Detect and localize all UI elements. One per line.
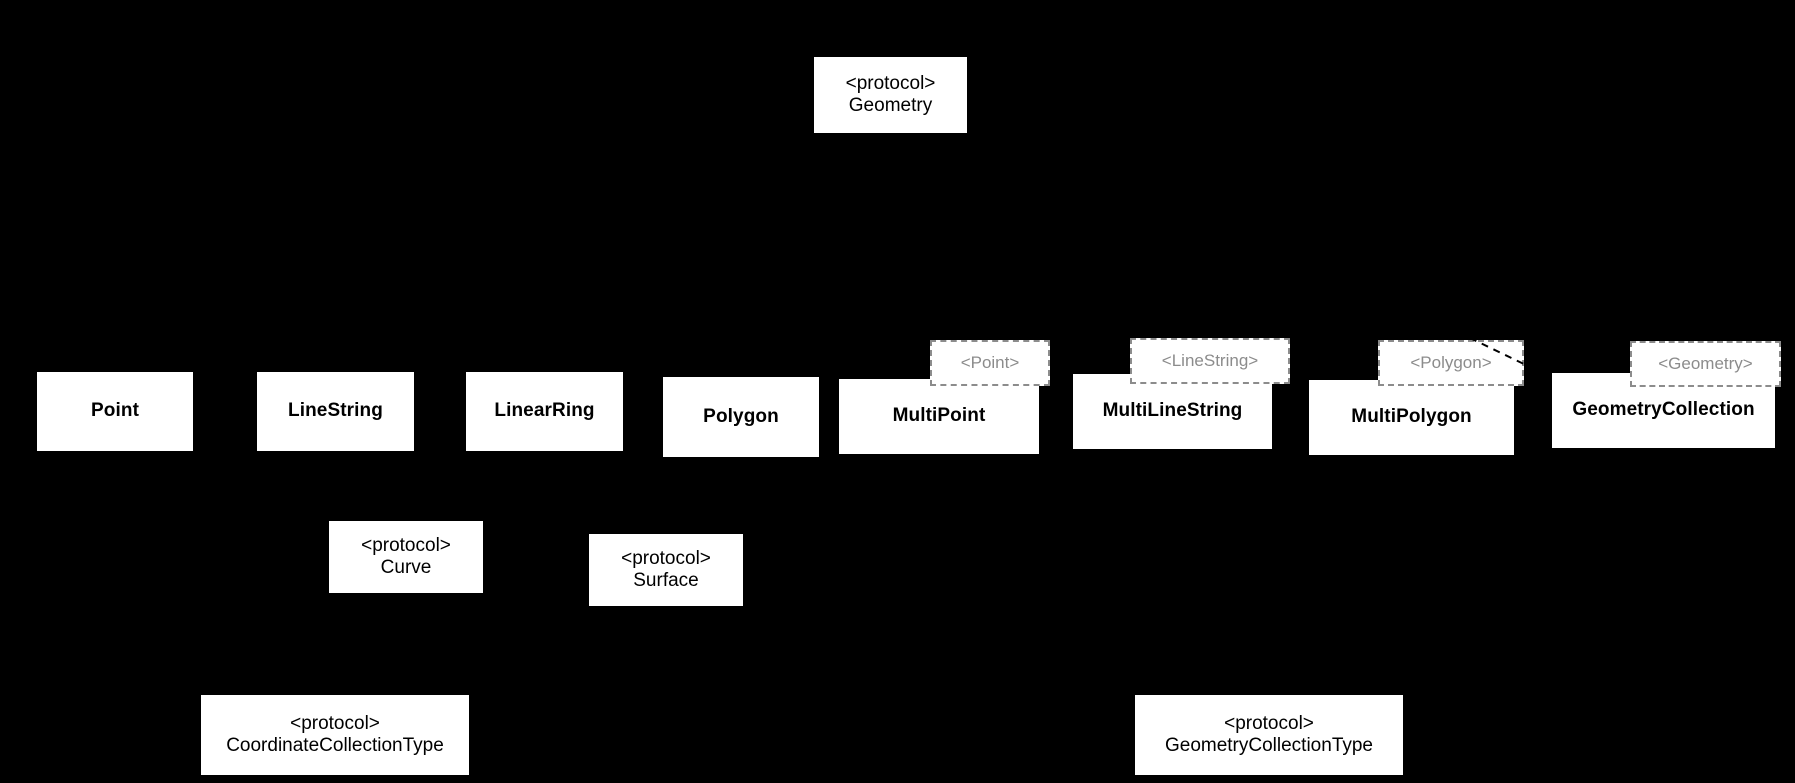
edge-multilinestring-to-geometrycollectiontype — [1171, 449, 1246, 695]
stereotype-label: <protocol> — [621, 547, 711, 569]
realization-edges — [299, 448, 1664, 695]
node-linestring[interactable]: LineString — [256, 371, 415, 452]
node-title: MultiPolygon — [1351, 406, 1472, 428]
node-geometrycollectiontype[interactable]: <protocol> GeometryCollectionType — [1134, 694, 1404, 776]
template-param-label: <Polygon> — [1410, 353, 1492, 372]
template-param-point[interactable]: <Point> — [930, 340, 1050, 386]
node-curve[interactable]: <protocol> Curve — [328, 520, 484, 594]
node-title: Curve — [380, 557, 432, 578]
node-title: LinearRing — [494, 400, 595, 422]
stereotype-label: <protocol> — [290, 712, 380, 734]
edge-point-to-geometry — [114, 134, 891, 371]
node-polygon[interactable]: Polygon — [662, 376, 820, 458]
node-title: Point — [91, 400, 139, 422]
node-title: Geometry — [848, 95, 933, 116]
node-geometry[interactable]: <protocol> Geometry — [813, 56, 968, 134]
template-param-geometry[interactable]: <Geometry> — [1630, 341, 1781, 387]
node-linearring[interactable]: LinearRing — [465, 371, 624, 452]
node-surface[interactable]: <protocol> Surface — [588, 533, 744, 607]
node-title: LineString — [288, 400, 383, 422]
node-title: MultiLineString — [1102, 400, 1243, 422]
template-param-label: <LineString> — [1161, 351, 1259, 370]
stereotype-label: <protocol> — [1224, 712, 1314, 734]
edge-multipoint-to-geometrycollectiontype — [938, 454, 1201, 695]
template-param-linestring[interactable]: <LineString> — [1130, 338, 1290, 384]
node-title: CoordinateCollectionType — [226, 735, 444, 756]
template-param-polygon[interactable]: <Polygon> — [1378, 340, 1524, 386]
node-title: Polygon — [703, 405, 779, 427]
node-multipolygon[interactable]: MultiPolygon — [1308, 379, 1515, 456]
node-coordinatecollectiontype[interactable]: <protocol> CoordinateCollectionType — [200, 694, 470, 776]
node-title: MultiPoint — [892, 405, 986, 427]
template-param-label: <Point> — [960, 353, 1020, 372]
edge-geometrycollection-to-geometrycollectiontype — [1349, 448, 1664, 695]
node-point[interactable]: Point — [36, 371, 194, 452]
node-title: GeometryCollection — [1572, 399, 1755, 421]
template-param-label: <Geometry> — [1658, 354, 1753, 373]
node-multilinestring[interactable]: MultiLineString — [1072, 373, 1273, 450]
node-title: Surface — [633, 570, 699, 591]
stereotype-label: <protocol> — [845, 72, 936, 94]
stereotype-label: <protocol> — [361, 534, 451, 556]
edge-polygon-to-surface — [665, 457, 701, 534]
edge-polygon-to-geometry — [740, 249, 890, 376]
node-title: GeometryCollectionType — [1164, 735, 1374, 756]
edge-linestring-to-curve — [379, 451, 407, 521]
edge-linestring-to-geometry — [334, 249, 890, 371]
edge-multipolygon-to-geometrycollectiontype — [1299, 455, 1412, 695]
node-multipoint[interactable]: MultiPoint — [838, 378, 1040, 455]
